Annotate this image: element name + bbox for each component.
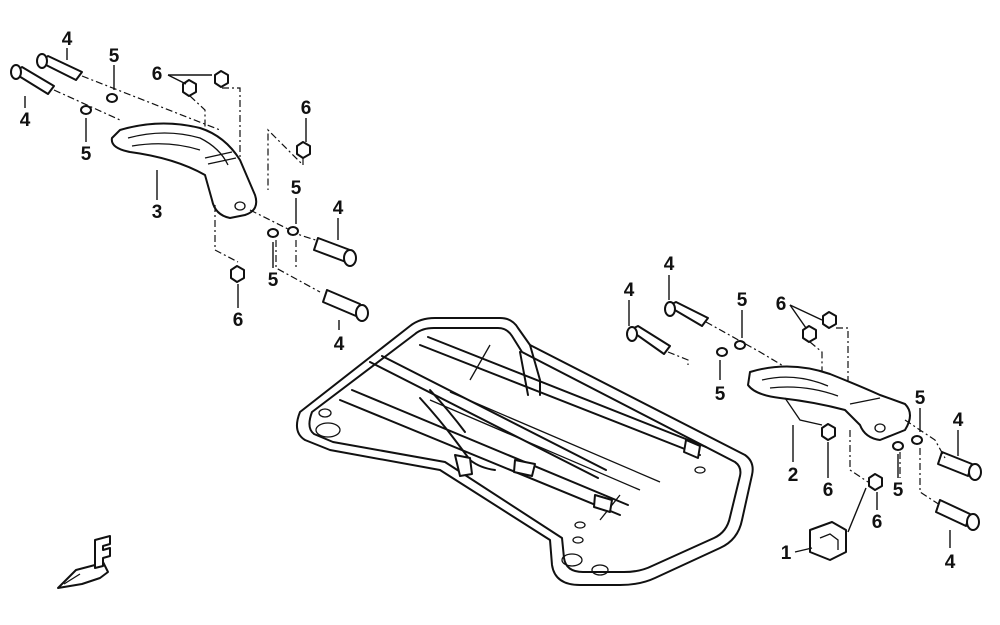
callout-4-right-c: 4 xyxy=(953,410,964,431)
washer-upper-left-a xyxy=(106,93,118,103)
bolt-mid-a xyxy=(313,237,357,267)
bolt-mid-b xyxy=(322,289,369,322)
callout-5-right-b: 5 xyxy=(715,384,726,405)
bolt-right-b xyxy=(626,325,671,355)
grab-handle-2 xyxy=(747,365,911,441)
nut-right-a xyxy=(802,325,817,343)
washer-right-c xyxy=(911,435,923,445)
callout-4-mid-a: 4 xyxy=(333,198,344,219)
callout-1: 1 xyxy=(781,543,792,564)
callout-5-left: 5 xyxy=(81,144,92,165)
washer-right-b xyxy=(716,347,728,357)
nut-upper-right xyxy=(296,141,311,159)
bolt-right-a xyxy=(664,301,709,327)
front-marker-letter xyxy=(94,535,111,569)
bolt-right-d xyxy=(935,499,980,531)
callout-4-right-d: 4 xyxy=(945,552,956,573)
callout-5-right-d: 5 xyxy=(893,480,904,501)
nut-right-d xyxy=(868,473,883,491)
callout-4-top-left: 4 xyxy=(62,29,73,50)
callout-5-mid-a: 5 xyxy=(291,178,302,199)
callout-6-right-top: 6 xyxy=(776,294,787,315)
callouts: 4 4 5 5 6 6 3 5 4 5 6 4 4 4 5 6 5 5 4 2 … xyxy=(20,29,964,573)
rack-frame xyxy=(295,317,754,586)
washer-right-a xyxy=(734,340,746,350)
washer-mid-b xyxy=(267,228,279,238)
bolt-upper-left-b xyxy=(10,64,55,95)
callout-6-top-right: 6 xyxy=(301,98,312,119)
callout-4-right-b: 4 xyxy=(624,280,635,301)
nut-right-c xyxy=(821,423,836,441)
callout-6-mid-b: 6 xyxy=(233,310,244,331)
washer-mid-a xyxy=(287,226,299,236)
nut-upper-left-b xyxy=(214,70,229,88)
washer-upper-left-b xyxy=(80,105,92,115)
bolt-right-c xyxy=(937,451,982,481)
rubber-block-1 xyxy=(809,521,847,561)
front-direction-arrow xyxy=(57,535,111,589)
grab-handle-3 xyxy=(110,122,258,219)
nut-lower-left xyxy=(230,265,245,283)
callout-5-right-a: 5 xyxy=(737,290,748,311)
callout-6-right-b: 6 xyxy=(823,480,834,501)
nut-upper-left-a xyxy=(182,79,197,97)
leader-lines xyxy=(24,48,959,553)
callout-6-right-c: 6 xyxy=(872,512,883,533)
callout-6-top-left: 6 xyxy=(152,64,163,85)
nut-right-b xyxy=(822,311,837,329)
washer-right-d xyxy=(892,441,904,451)
callout-4-right-a: 4 xyxy=(664,254,675,275)
callout-4-left: 4 xyxy=(20,110,31,131)
callout-3: 3 xyxy=(152,202,163,223)
callout-5-top-left: 5 xyxy=(109,46,120,67)
callout-5-right-c: 5 xyxy=(915,388,926,409)
callout-2: 2 xyxy=(788,465,799,486)
callout-5-mid-b: 5 xyxy=(268,270,279,291)
bolt-upper-left-a xyxy=(36,53,83,81)
callout-4-mid-b: 4 xyxy=(334,334,345,355)
